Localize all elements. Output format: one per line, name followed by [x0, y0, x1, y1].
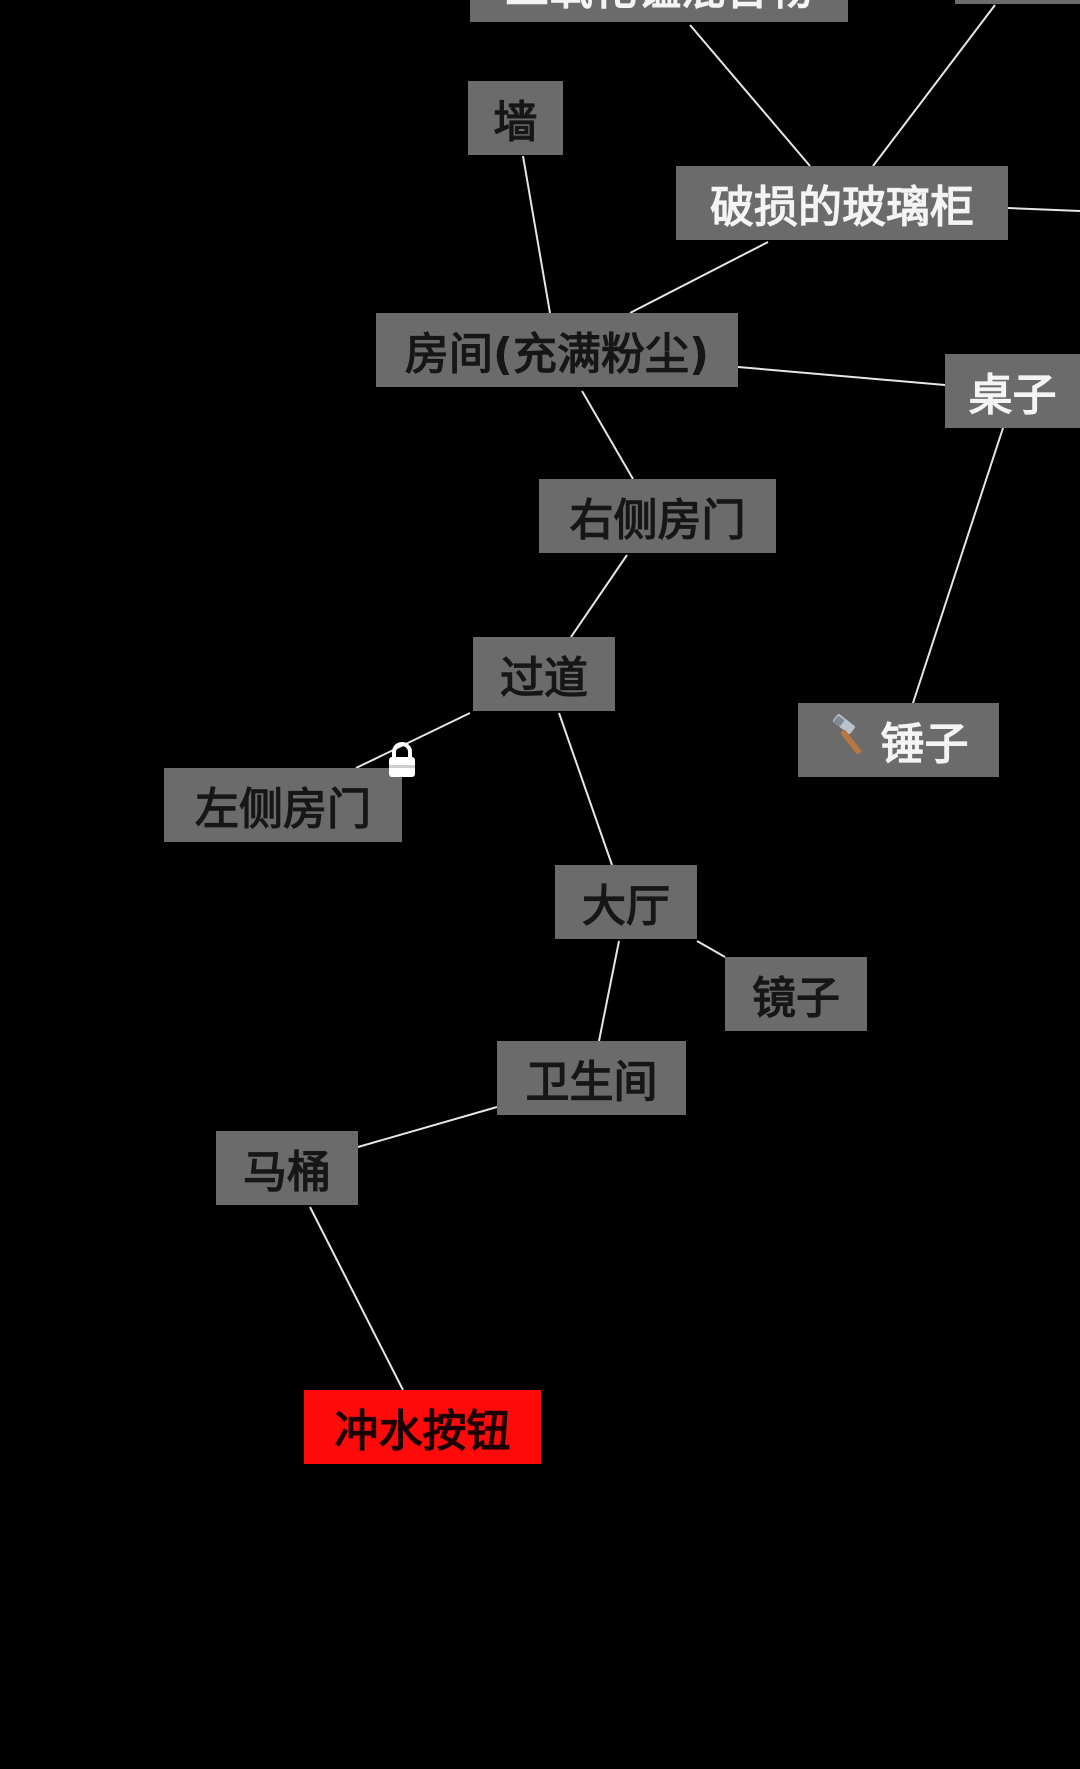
link-hall-mirror — [696, 940, 726, 958]
node-label: 过道 — [500, 653, 588, 704]
link-offscreen-cabinet — [872, 4, 996, 167]
node-hall[interactable]: 大厅 — [555, 865, 697, 939]
link-cabinet-room — [629, 241, 769, 314]
node-label: 房间(充满粉尘) — [404, 329, 710, 380]
node-right-door[interactable]: 右侧房门 — [539, 479, 776, 553]
node-corridor[interactable]: 过道 — [473, 637, 615, 711]
node-flush-button[interactable]: 冲水按钮 — [304, 1390, 541, 1464]
node-label: 破损的玻璃柜 — [710, 182, 974, 233]
node-dusty-room[interactable]: 房间(充满粉尘) — [376, 313, 738, 387]
link-room-rightdoor — [581, 390, 634, 480]
node-hammer[interactable]: 锤子 — [798, 703, 999, 777]
node-label: 马桶 — [243, 1147, 331, 1198]
link-table-hammer — [912, 427, 1004, 704]
node-label: 卫生间 — [525, 1057, 658, 1108]
link-bathroom-toilet — [357, 1106, 498, 1148]
node-label: 右侧房门 — [569, 495, 746, 546]
node-left-door[interactable]: 左侧房门 — [164, 768, 402, 842]
link-corridor-hall — [558, 712, 613, 866]
link-rightdoor-corridor — [570, 554, 628, 638]
node-label: 左侧房门 — [195, 784, 371, 835]
link-room-table — [737, 366, 946, 386]
node-broken-cabinet[interactable]: 破损的玻璃柜 — [676, 166, 1008, 240]
node-offscreen-top-right[interactable] — [955, 0, 1080, 4]
node-label: 桌子 — [968, 370, 1057, 421]
node-table[interactable]: 桌子 — [945, 354, 1080, 428]
lock-icon — [389, 742, 415, 777]
link-toilet-flush — [309, 1206, 404, 1391]
hammer-icon — [829, 713, 873, 767]
node-toilet[interactable]: 马桶 — [216, 1131, 358, 1205]
node-top-cut[interactable]: 二氧化锰混合物 — [470, 0, 848, 22]
node-label: 墙 — [493, 97, 538, 148]
link-topcut-cabinet — [689, 24, 811, 167]
node-mirror[interactable]: 镜子 — [725, 957, 867, 1031]
node-wall[interactable]: 墙 — [468, 81, 563, 155]
link-wall-room — [522, 155, 551, 314]
node-label: 二氧化锰混合物 — [505, 0, 813, 17]
node-label: 大厅 — [582, 881, 670, 932]
link-cabinet-offscreen-right — [1007, 207, 1080, 212]
link-corridor-leftdoor — [355, 712, 471, 769]
node-label: 冲水按钮 — [334, 1406, 511, 1457]
node-label: 镜子 — [752, 973, 840, 1024]
node-label: 锤子 — [880, 719, 969, 770]
link-hall-bathroom — [598, 940, 620, 1042]
node-bathroom[interactable]: 卫生间 — [497, 1041, 686, 1115]
